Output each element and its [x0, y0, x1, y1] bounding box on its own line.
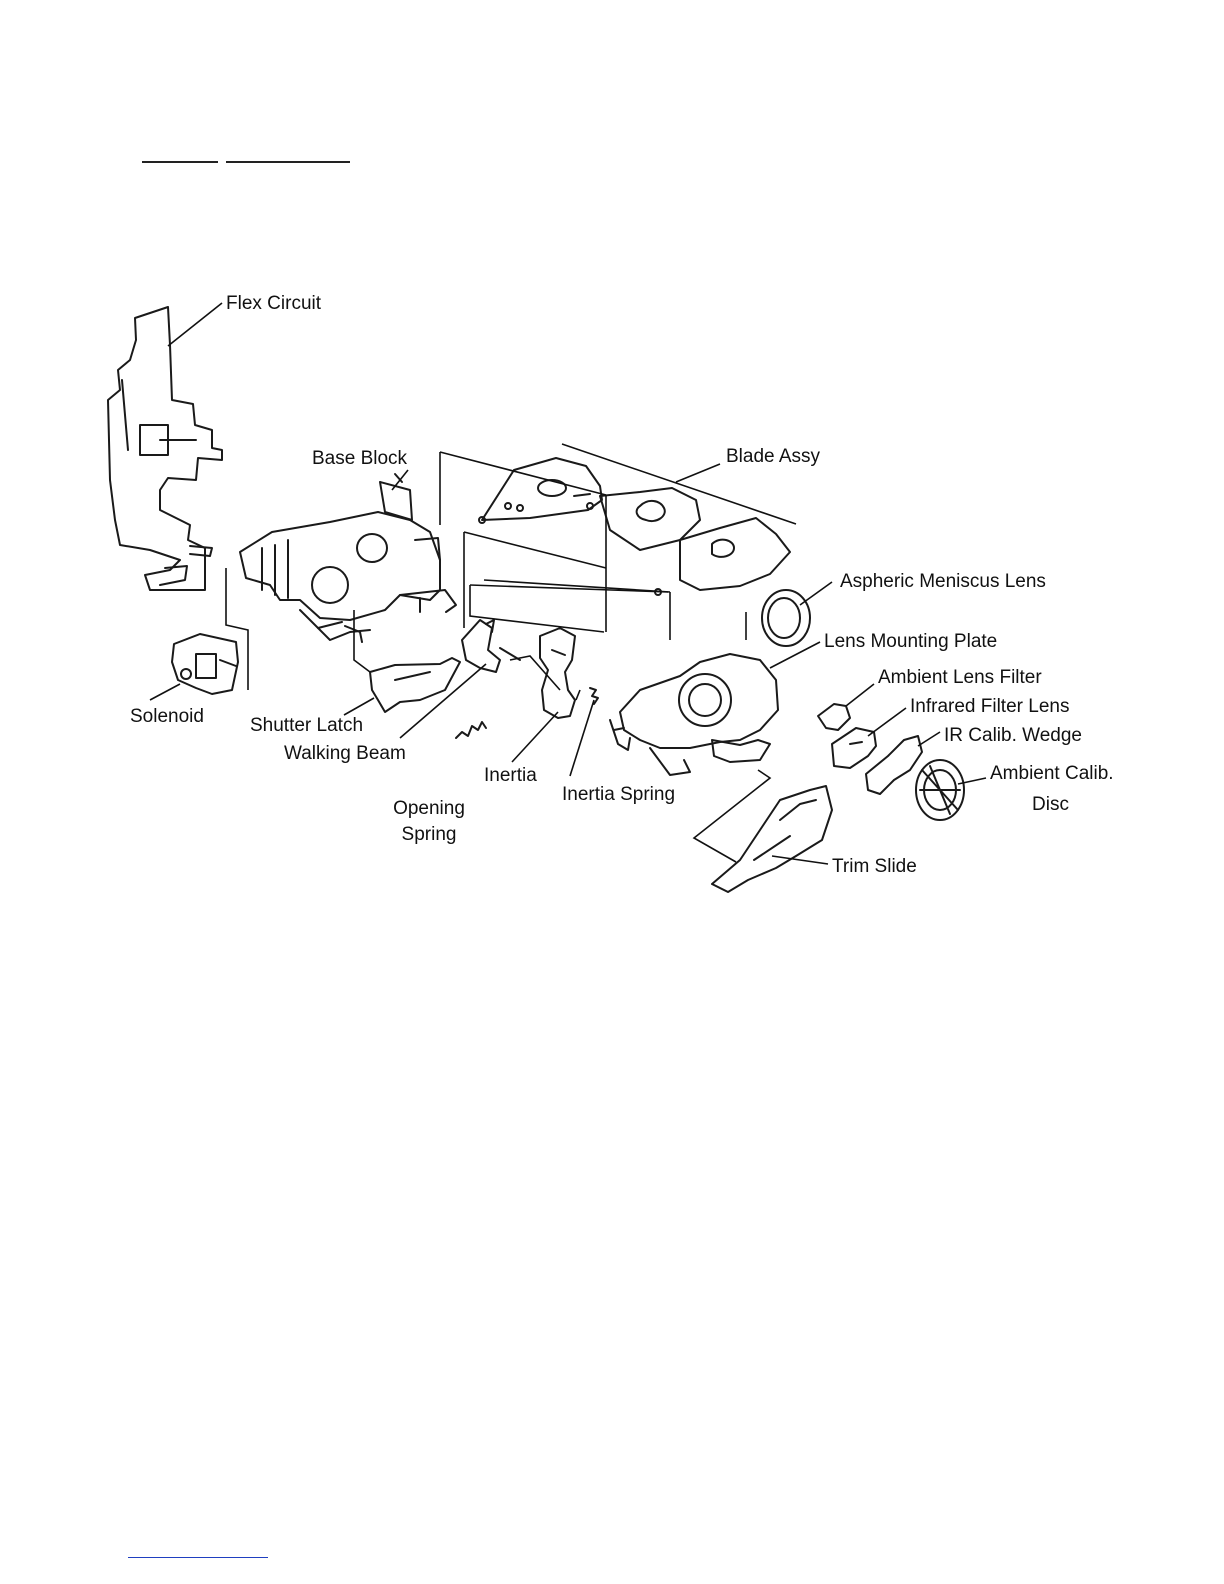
label-blade-assy: Blade Assy — [726, 447, 820, 466]
walking-beam-part — [462, 620, 520, 672]
footer-rule — [128, 1557, 268, 1558]
label-ambient-calib: Ambient Calib. — [990, 764, 1114, 783]
label-trim-slide: Trim Slide — [832, 857, 917, 876]
ambient-lens-filter-part — [818, 704, 850, 730]
label-lens-mounting-plate: Lens Mounting Plate — [824, 632, 997, 651]
ir-calib-wedge-part — [866, 736, 922, 794]
label-ir-calib-wedge: IR Calib. Wedge — [944, 726, 1082, 745]
label-aspheric-meniscus-lens: Aspheric Meniscus Lens — [840, 572, 1046, 591]
label-solenoid: Solenoid — [130, 707, 204, 726]
label-opening: Opening — [384, 796, 474, 822]
label-spring: Spring — [384, 822, 474, 848]
label-flex-circuit: Flex Circuit — [226, 294, 321, 313]
label-inertia: Inertia — [484, 766, 537, 785]
label-walking-beam: Walking Beam — [284, 744, 406, 763]
shutter-latch-part — [370, 658, 460, 712]
lens-mounting-plate-part — [610, 654, 778, 775]
label-ambient-calib-disc: Disc — [1032, 795, 1069, 814]
label-opening-spring: Opening Spring — [384, 796, 474, 848]
opening-spring-part — [456, 722, 486, 738]
trim-slide-part — [712, 786, 832, 892]
solenoid-part — [172, 634, 238, 694]
label-inertia-spring: Inertia Spring — [562, 785, 675, 804]
blade-assy-part — [479, 458, 790, 595]
aspheric-meniscus-lens-part — [762, 590, 810, 646]
label-ambient-lens-filter: Ambient Lens Filter — [878, 668, 1042, 687]
flex-circuit-part — [108, 307, 222, 590]
label-shutter-latch: Shutter Latch — [250, 716, 363, 735]
ambient-calib-disc-part — [916, 760, 964, 820]
base-block-part — [240, 474, 456, 642]
label-base-block: Base Block — [312, 449, 407, 468]
label-infrared-filter-lens: Infrared Filter Lens — [910, 697, 1069, 716]
